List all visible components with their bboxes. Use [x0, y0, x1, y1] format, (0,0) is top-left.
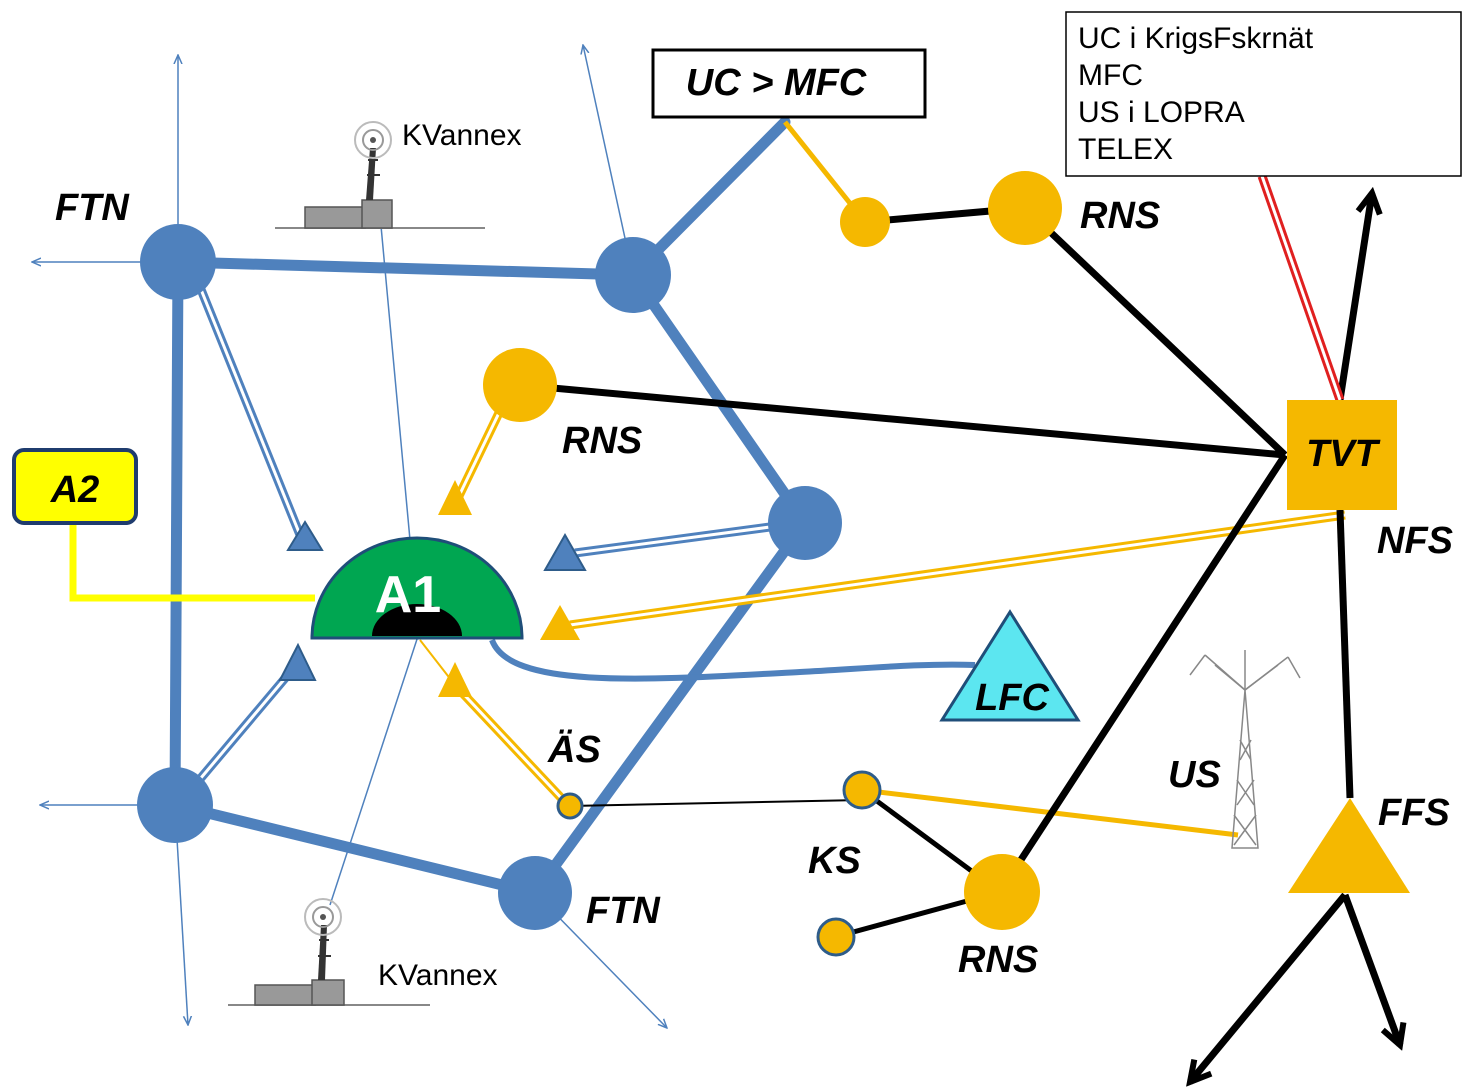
kvannex-label-bottom: KVannex: [378, 959, 498, 992]
lfc-label: LFC: [975, 677, 1049, 719]
as-node: [556, 792, 584, 820]
rns-small-node: [840, 197, 890, 247]
rns-label-bottom: RNS: [958, 939, 1038, 981]
ftn-node: [140, 224, 216, 300]
a2-node: A2: [12, 448, 138, 525]
ks-node: [816, 917, 856, 957]
us-antenna-icon: [1189, 650, 1301, 849]
orange-triangles: [438, 480, 580, 697]
rns-label-mid: RNS: [562, 420, 642, 462]
uc-mfc-box: UC > MFC: [651, 48, 927, 119]
nfs-label: NFS: [1377, 520, 1453, 562]
a1-lfc-link: [489, 638, 976, 682]
rns-label-top: RNS: [1080, 195, 1160, 237]
kvannex-station-icon: [228, 898, 430, 1006]
ftn-label-bottom: FTN: [586, 890, 661, 932]
uc-mfc-label: UC > MFC: [686, 62, 867, 104]
rns-node: [483, 348, 557, 422]
blue-triangles: [278, 520, 587, 681]
rns-node: [964, 854, 1040, 930]
telex-red-link: [1257, 174, 1345, 402]
rns-node: [988, 171, 1062, 245]
ks-node: [842, 770, 882, 810]
kvannex-station-icon: [275, 121, 485, 229]
a1-label: A1: [375, 566, 441, 624]
a1-node: A1: [310, 536, 524, 640]
orange-nodes: [483, 171, 1062, 957]
ftn-node: [595, 237, 671, 313]
double-blue-links: [191, 280, 786, 788]
black-links: [519, 193, 1400, 1082]
as-label: ÄS: [547, 728, 601, 771]
a2-label: A2: [50, 469, 100, 511]
ftn-node: [498, 856, 572, 930]
lfc-node: LFC: [939, 609, 1081, 722]
tvt-label: TVT: [1306, 433, 1381, 475]
ffs-node: [1288, 798, 1410, 893]
kvannex-label-top: KVannex: [402, 119, 522, 152]
a2-a1-link: [69, 520, 315, 602]
ffs-label: FFS: [1378, 792, 1450, 834]
legend-line: UC i KrigsFskrnät: [1078, 22, 1314, 55]
legend-line: MFC: [1078, 59, 1143, 92]
ftn-label-top: FTN: [55, 187, 130, 229]
legend-line: US i LOPRA: [1078, 96, 1245, 129]
us-label: US: [1168, 754, 1221, 796]
ks-label: KS: [808, 840, 861, 882]
tvt-node: TVT: [1287, 400, 1397, 510]
ftn-node: [137, 767, 213, 843]
legend-line: TELEX: [1078, 133, 1173, 166]
ftn-nodes: [137, 224, 842, 930]
legend-box: UC i KrigsFskrnät MFC US i LOPRA TELEX: [1065, 11, 1462, 177]
ftn-node: [768, 486, 842, 560]
ftn-links: [169, 116, 811, 899]
